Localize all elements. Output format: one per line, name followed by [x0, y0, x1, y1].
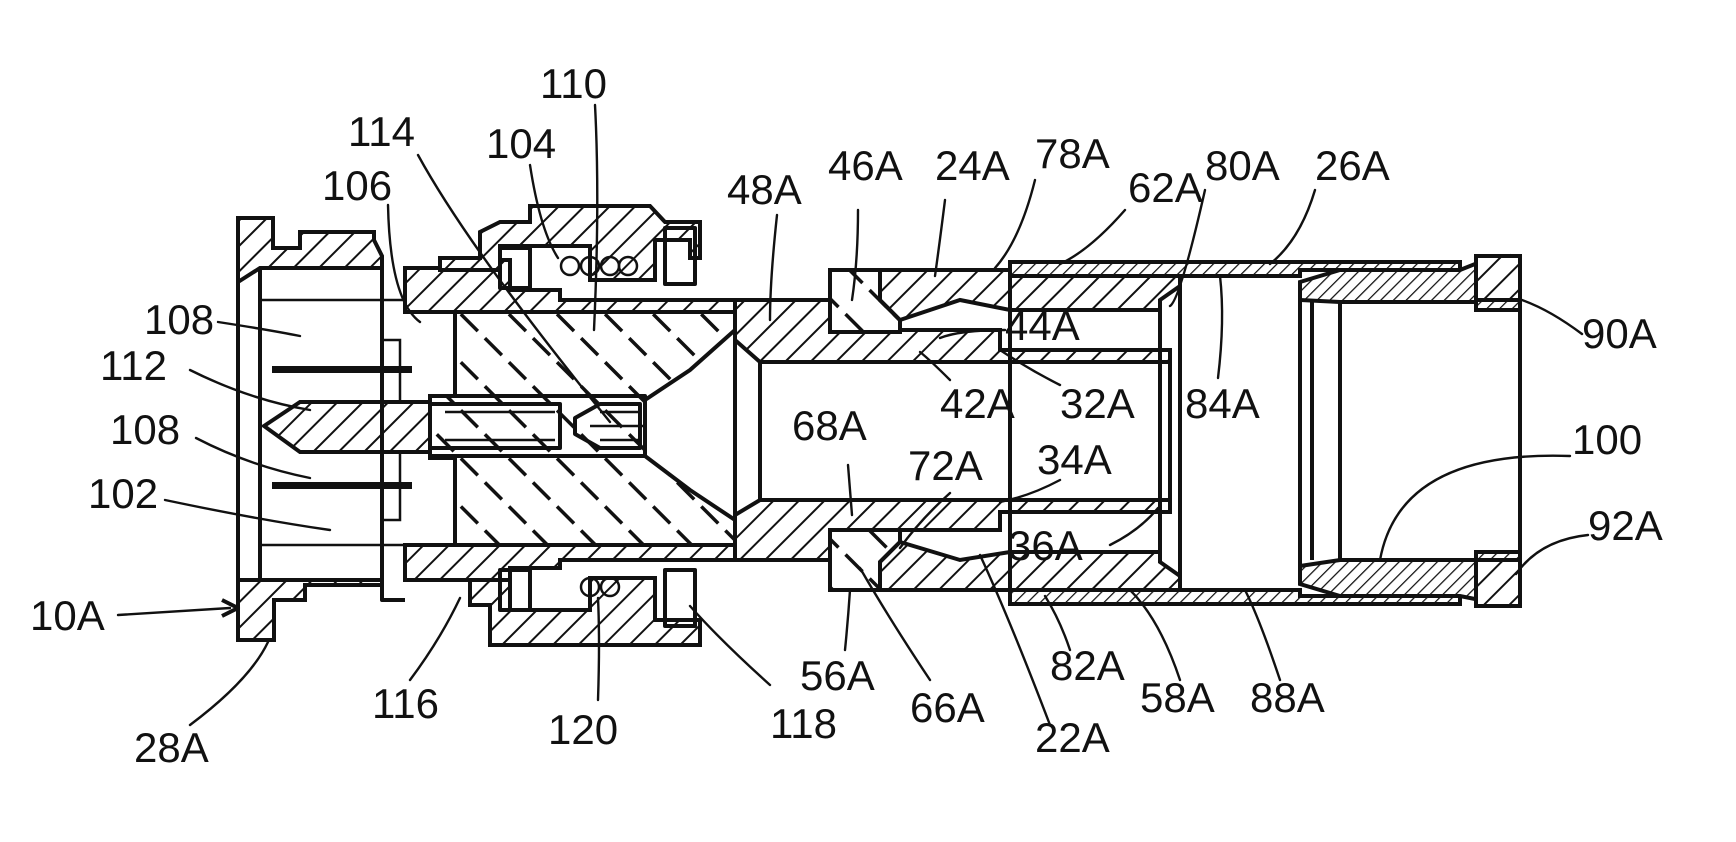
ref-label-102: 102 — [88, 470, 158, 517]
ref-label-68a: 68A — [792, 402, 867, 449]
ref-label-88a: 88A — [1250, 674, 1325, 721]
ref-label-58a: 58A — [1140, 674, 1215, 721]
ref-label-100: 100 — [1572, 416, 1642, 463]
ref-label-22a: 22A — [1035, 714, 1110, 761]
ref-label-34a: 34A — [1037, 436, 1112, 483]
end-cap-90a — [1300, 256, 1520, 606]
ref-label-90a: 90A — [1582, 310, 1657, 357]
ref-label-46a: 46A — [828, 142, 903, 189]
ref-label-10a: 10A — [30, 592, 105, 639]
ref-label-104: 104 — [486, 120, 556, 167]
ref-label-36a: 36A — [1008, 522, 1083, 569]
center-pin-112 — [264, 402, 430, 452]
ref-label-48a: 48A — [727, 166, 802, 213]
ref-label-110: 110 — [540, 60, 607, 107]
ref-label-66a: 66A — [910, 684, 985, 731]
ref-label-108-lower: 108 — [110, 406, 180, 453]
ref-label-118: 118 — [770, 700, 837, 747]
ref-label-24a: 24A — [935, 142, 1010, 189]
ref-label-82a: 82A — [1050, 642, 1125, 689]
reference-labels: 110 114 104 106 108 112 108 102 10A 28A … — [30, 60, 1663, 771]
ref-label-32a: 32A — [1060, 380, 1135, 427]
ref-label-114: 114 — [348, 108, 415, 155]
ref-label-112: 112 — [100, 342, 167, 389]
ref-label-72a: 72A — [908, 442, 983, 489]
dielectric-insulator — [430, 312, 735, 545]
ref-label-80a: 80A — [1205, 142, 1280, 189]
ref-label-62a: 62A — [1128, 164, 1203, 211]
ref-label-26a: 26A — [1315, 142, 1390, 189]
ref-label-84a: 84A — [1185, 380, 1260, 427]
ref-label-106: 106 — [322, 162, 392, 209]
ref-label-108-upper: 108 — [144, 296, 214, 343]
ref-label-78a: 78A — [1035, 130, 1110, 177]
ref-label-120: 120 — [548, 706, 618, 753]
ref-label-56a: 56A — [800, 652, 875, 699]
ref-label-116: 116 — [372, 680, 439, 727]
ref-label-42a: 42A — [940, 380, 1015, 427]
ref-label-92a: 92A — [1588, 502, 1663, 549]
ref-label-28a: 28A — [134, 724, 209, 771]
ref-label-44a: 44A — [1005, 302, 1080, 349]
